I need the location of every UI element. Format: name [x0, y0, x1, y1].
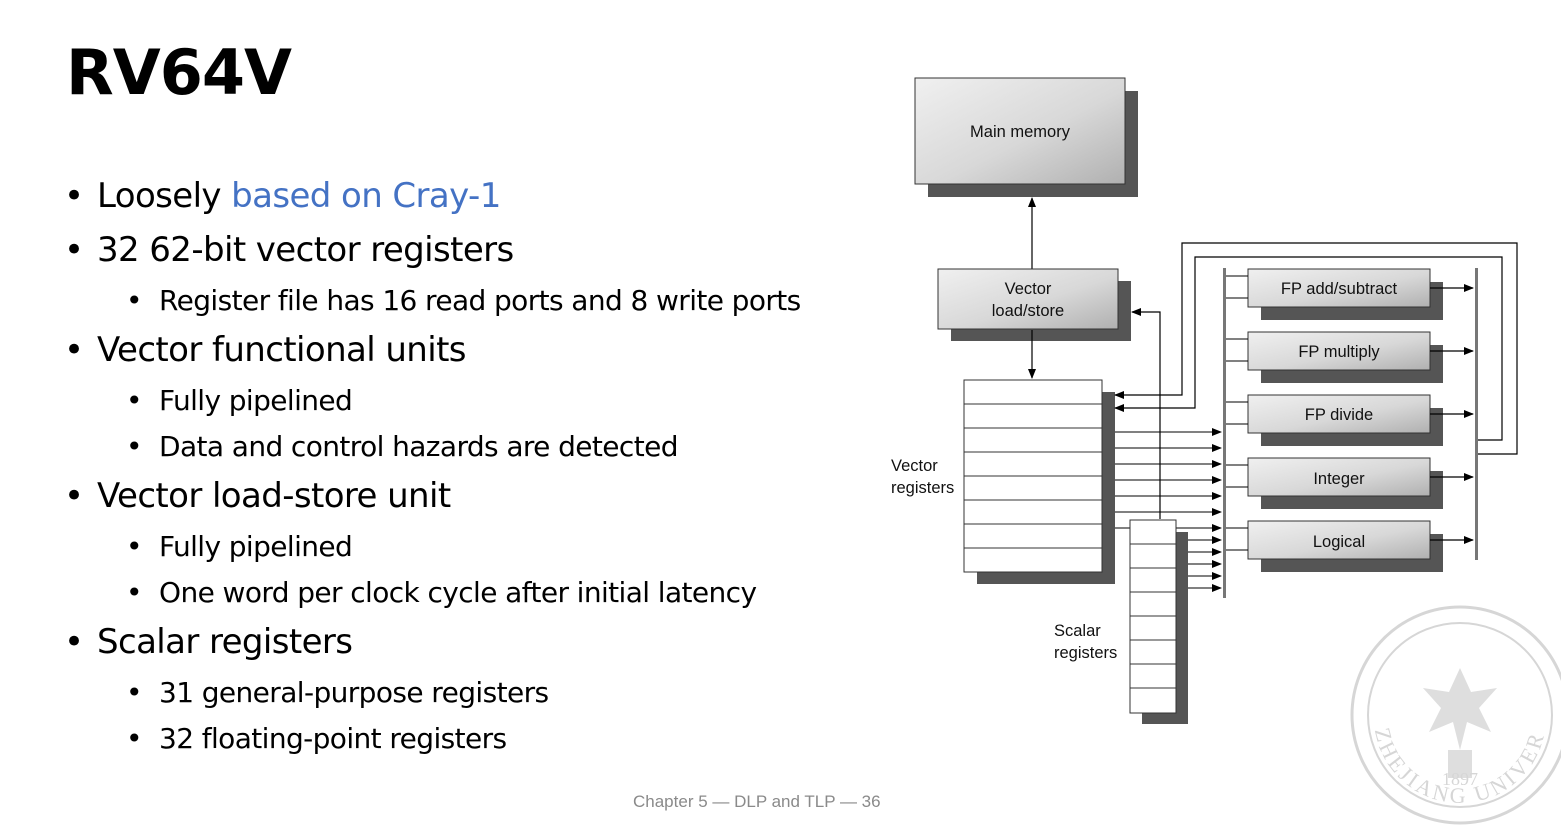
unit-output-wires	[1430, 284, 1474, 544]
bullet-vector-registers: 32 62-bit vector registers	[64, 230, 854, 284]
subbullet-gp-registers: 31 general-purpose registers	[64, 676, 854, 722]
subbullet-register-ports: Register file has 16 read ports and 8 wr…	[64, 284, 854, 330]
cray-1-link[interactable]: based on Cray-1	[231, 176, 501, 216]
subbullet-fp-registers: 32 floating-point registers	[64, 722, 854, 768]
slide-footer: Chapter 5 — DLP and TLP — 36	[633, 792, 881, 811]
bullet-scalar-registers: Scalar registers	[64, 622, 854, 676]
vls-label-line1: Vector	[1005, 280, 1052, 298]
input-crossbar	[1223, 268, 1226, 598]
rv64v-architecture-diagram: Main memory Vector load/store Vector reg…	[891, 77, 1518, 724]
fu-fp-multiply: FP multiply	[1247, 331, 1443, 383]
subbullet-ls-pipelined: Fully pipelined	[64, 530, 854, 576]
vector-load-store-block: Vector load/store	[937, 268, 1131, 341]
slide-title: RV64V	[66, 36, 292, 109]
vreg-read-ports	[1115, 428, 1222, 532]
output-crossbar	[1475, 268, 1478, 560]
fu-fp-divide: FP divide	[1247, 394, 1443, 446]
unit-input-wires	[1226, 275, 1248, 551]
scalar-register-file	[1129, 519, 1188, 724]
vreg-label-line1: Vector	[891, 457, 938, 475]
writeback-loop-2	[1114, 256, 1503, 441]
main-memory-block: Main memory	[914, 77, 1138, 197]
fu-integer: Integer	[1247, 457, 1443, 509]
university-seal-watermark: ZHEJIANG UNIVERSITY 1897	[1345, 600, 1561, 825]
scalar-read-ports	[1188, 536, 1222, 592]
vls-label-line2: load/store	[992, 302, 1064, 320]
bullet-cray-text: Loosely	[97, 176, 232, 216]
fu-fp-add-subtract: FP add/subtract	[1247, 268, 1443, 320]
vreg-label-line2: registers	[891, 479, 954, 497]
fu-logical: Logical	[1247, 520, 1443, 572]
sreg-label-line1: Scalar	[1054, 622, 1101, 640]
fu-label: Integer	[1313, 470, 1365, 488]
subbullet-hazards: Data and control hazards are detected	[64, 430, 854, 476]
bullet-list: Loosely based on Cray-1 32 62-bit vector…	[64, 176, 854, 768]
bullet-cray: Loosely based on Cray-1	[64, 176, 854, 230]
bullet-functional-units: Vector functional units	[64, 330, 854, 384]
writeback-loop-1	[1114, 242, 1518, 455]
bullet-load-store: Vector load-store unit	[64, 476, 854, 530]
fu-label: Logical	[1313, 533, 1365, 551]
fu-label: FP divide	[1305, 406, 1373, 424]
subbullet-fu-pipelined: Fully pipelined	[64, 384, 854, 430]
scalar-to-vls-arrow	[1131, 308, 1161, 519]
main-memory-label: Main memory	[970, 123, 1071, 141]
fu-label: FP add/subtract	[1281, 280, 1398, 298]
sreg-label-line2: registers	[1054, 644, 1117, 662]
vector-register-file	[963, 379, 1115, 584]
subbullet-one-word: One word per clock cycle after initial l…	[64, 576, 854, 622]
fu-label: FP multiply	[1298, 343, 1380, 361]
seal-year: 1897	[1442, 769, 1478, 789]
